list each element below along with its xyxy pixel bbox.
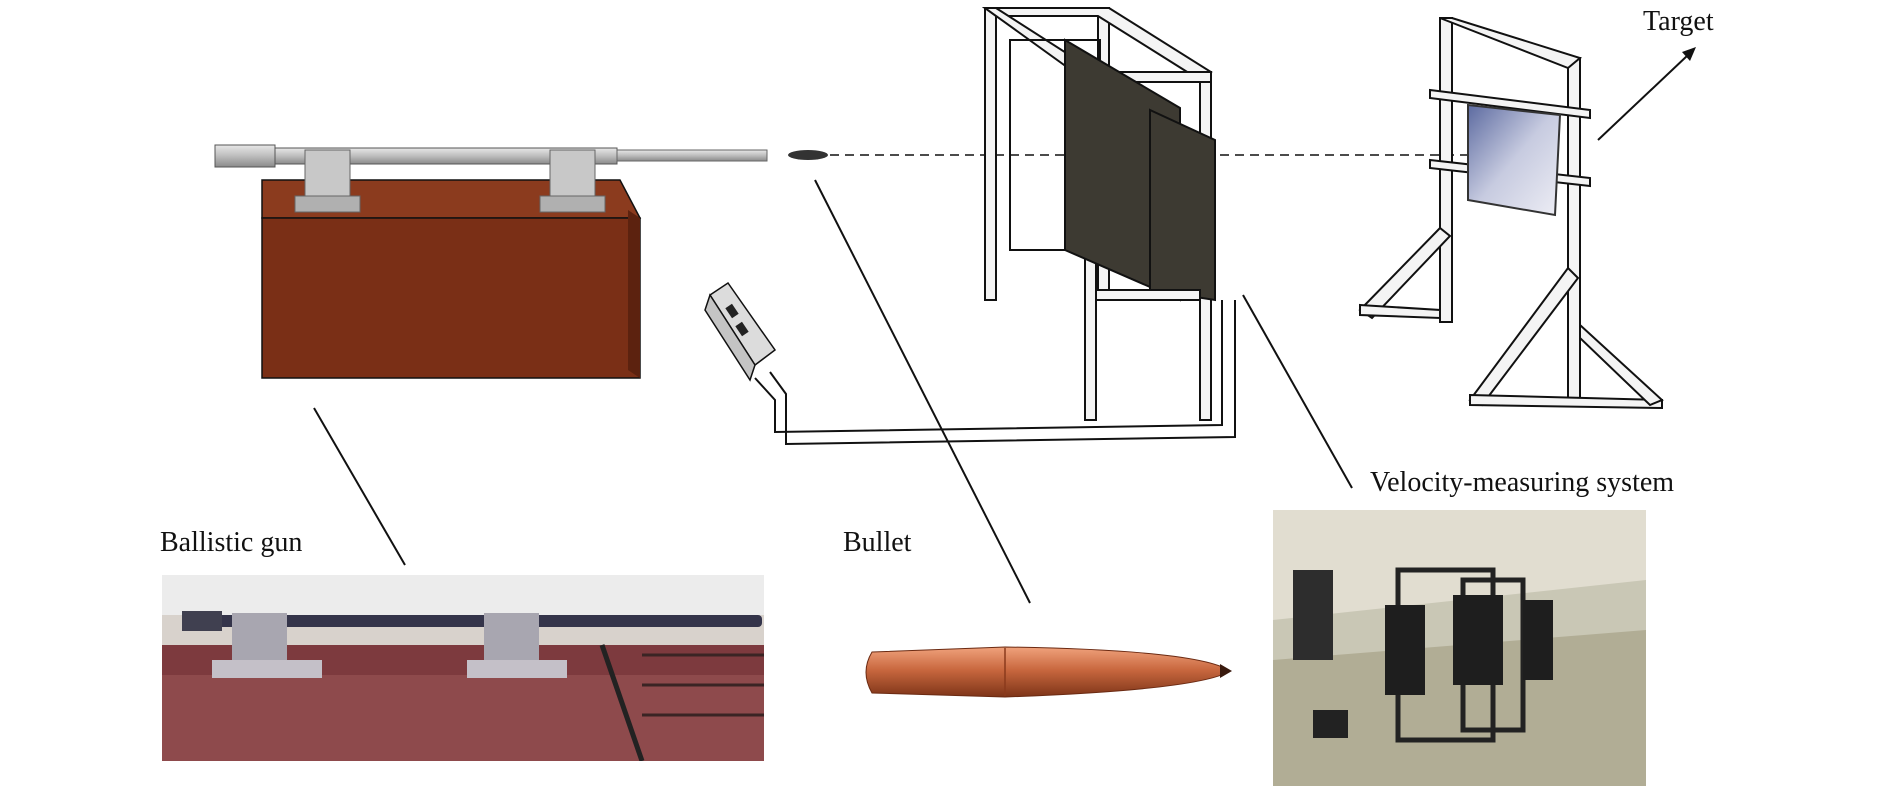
velocity-frame-icon — [981, 7, 1216, 421]
bullet-leader-line — [814, 179, 1031, 604]
target-stand-icon — [1358, 17, 1664, 410]
chronograph-box-icon — [704, 281, 777, 382]
velocity-leader-line — [1242, 294, 1353, 489]
velocity-system-label: Velocity-measuring system — [1370, 467, 1675, 498]
ballistic-gun-label: Ballistic gun — [160, 527, 303, 558]
target-label: Target — [1643, 6, 1714, 37]
bullet-label: Bullet — [843, 527, 912, 558]
gun-leader-line — [313, 407, 406, 566]
bullet-icon — [865, 646, 1232, 698]
velocity-system-photo — [1273, 510, 1646, 786]
target-leader-line — [1597, 54, 1689, 141]
ballistic-gun-icon — [214, 144, 768, 379]
bullet-in-flight-icon — [788, 150, 828, 160]
ballistic-gun-photo — [162, 575, 764, 761]
